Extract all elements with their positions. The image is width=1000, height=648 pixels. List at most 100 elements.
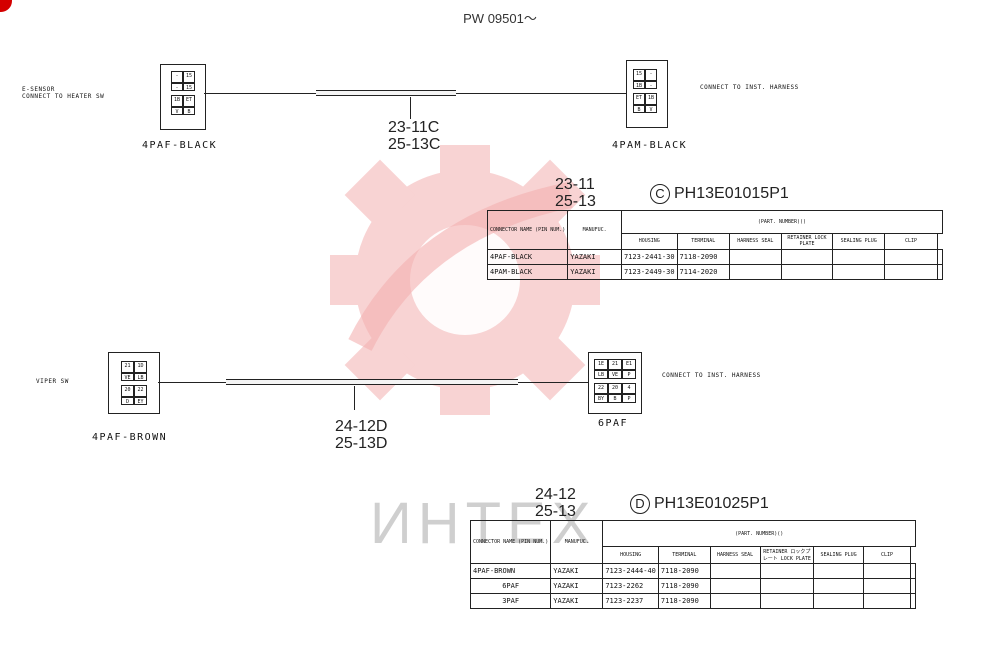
- row-maker: YAZAKI: [567, 264, 622, 280]
- row-maker: YAZAKI: [550, 578, 604, 594]
- left-connector-d-name: 4PAF-BROWN: [92, 432, 168, 443]
- table-c-ref-line1: 23-11: [555, 176, 595, 193]
- row-empty: [813, 563, 864, 579]
- pin: B: [183, 107, 195, 115]
- row-empty: [910, 593, 916, 609]
- row-terminal: 7114-2020: [676, 264, 731, 280]
- row-maker: YAZAKI: [567, 249, 622, 265]
- pin: E1: [622, 359, 636, 370]
- row-empty: [709, 578, 761, 594]
- pin: V: [171, 107, 183, 115]
- row-housing: 7123-2441-30: [620, 249, 678, 265]
- left-connector-c-desc-2: CONNECT TO HEATER SW: [22, 93, 105, 100]
- table-row: 4PAM-BLACK YAZAKI 7123-2449-30 7114-2020: [486, 264, 943, 280]
- parts-table-c: CONNECTOR NAME (PIN NUM.) MANUFUC. (PART…: [486, 210, 944, 280]
- part-code-d: PH13E01025P1: [654, 495, 769, 513]
- row-empty: [883, 249, 939, 265]
- row-empty: [729, 249, 782, 265]
- col-clip: CLIP: [883, 232, 939, 251]
- ref-d-line1: 24-12D: [335, 418, 388, 435]
- circle-letter-d: D: [630, 494, 650, 514]
- row-empty: [862, 563, 912, 579]
- col-housing: HOUSING: [620, 232, 678, 251]
- pin: 1B: [633, 81, 645, 89]
- pin: 20: [121, 385, 134, 397]
- row-name: 4PAF-BROWN: [469, 563, 552, 579]
- left-connector-d: 21 1D VE LB 20 22 D EY: [108, 352, 160, 414]
- wire: [456, 93, 626, 94]
- col-sealing-plug: SEALING PLUG: [813, 546, 864, 564]
- table-c-ref-line2: 25-13: [555, 193, 596, 210]
- col-sealing-plug: SEALING PLUG: [832, 232, 885, 251]
- left-connector-c-name: 4PAF-BLACK: [142, 140, 218, 151]
- pin: ET: [633, 93, 645, 105]
- row-terminal: 7118-2090: [657, 578, 711, 594]
- pin: ET: [183, 95, 195, 107]
- ref-c-line1: 23-11C: [388, 119, 440, 136]
- row-empty: [759, 578, 815, 594]
- row-empty: [709, 593, 761, 609]
- ref-d-line2: 25-13D: [335, 435, 388, 452]
- table-row: 4PAF-BLACK YAZAKI 7123-2441-30 7118-2090: [486, 249, 943, 265]
- right-connector-d-desc: CONNECT TO INST. HARNESS: [662, 372, 761, 379]
- pin: 1D: [134, 361, 147, 373]
- part-code-c: PH13E01015P1: [674, 185, 789, 203]
- wire: [518, 382, 588, 383]
- row-empty: [729, 264, 782, 280]
- pin: 15: [633, 69, 645, 81]
- left-connector-c-desc-1: E-SENSOR: [22, 86, 55, 93]
- row-empty: [832, 264, 885, 280]
- right-connector-d: 1E 21 E1 LB VE P 22 20 4 BY B P: [588, 352, 642, 414]
- pin: LB: [594, 370, 608, 379]
- pin: -: [171, 83, 183, 91]
- pin: BY: [594, 394, 608, 403]
- row-empty: [937, 264, 943, 280]
- pin: 22: [134, 385, 147, 397]
- harness-leader: [410, 97, 411, 119]
- row-name: 4PAM-BLACK: [486, 264, 569, 280]
- table-d-ref-line1: 24-12: [535, 486, 576, 503]
- pin: 20: [608, 383, 622, 394]
- page-header: PW 09501〜: [463, 11, 537, 26]
- pin: -: [645, 81, 657, 89]
- table-row: 6PAF YAZAKI 7123-2262 7118-2090: [469, 578, 916, 594]
- right-connector-c: 15 - 1B - ET 1B B V: [626, 60, 668, 128]
- row-terminal: 7118-2090: [676, 249, 731, 265]
- pin: 15: [183, 71, 195, 83]
- row-empty: [910, 578, 916, 594]
- right-connector-c-name: 4PAM-BLACK: [612, 140, 688, 151]
- right-connector-d-name: 6PAF: [598, 418, 629, 429]
- pin: LB: [134, 373, 147, 381]
- pin: 21: [608, 359, 622, 370]
- pin: 1B: [171, 95, 183, 107]
- left-connector-c: - 15 - 15 1B ET V B: [160, 64, 206, 130]
- col-harness-seal: HARNESS SEAL: [709, 546, 761, 564]
- pin: P: [622, 394, 636, 403]
- harness-d: [226, 379, 518, 385]
- row-name: 6PAF: [469, 578, 552, 594]
- pin: EY: [134, 397, 147, 405]
- row-housing: 7123-2237: [602, 593, 659, 609]
- col-terminal: TERMINAL: [676, 232, 731, 251]
- parts-table-d: CONNECTOR NAME (PIN NUM.) MANUFUC. (PART…: [469, 519, 916, 609]
- row-empty: [862, 578, 912, 594]
- right-connector-c-desc: CONNECT TO INST. HARNESS: [700, 84, 799, 91]
- col-manufac: MANUFUC.: [550, 520, 604, 564]
- row-name: 4PAF-BLACK: [486, 249, 569, 265]
- row-empty: [780, 249, 834, 265]
- row-empty: [883, 264, 939, 280]
- col-retainer: RETAINER LOCK PLATE: [780, 232, 834, 251]
- col-housing: HOUSING: [602, 546, 659, 564]
- row-housing: 7123-2262: [602, 578, 659, 594]
- col-connector: CONNECTOR NAME (PIN NUM.): [486, 210, 569, 250]
- row-name: 3PAF: [469, 593, 552, 609]
- circle-letter-c: C: [650, 184, 670, 204]
- row-empty: [780, 264, 834, 280]
- row-terminal: 7118-2090: [657, 563, 711, 579]
- row-empty: [709, 563, 761, 579]
- left-connector-d-desc: VIPER SW: [36, 378, 69, 385]
- pin: 15: [183, 83, 195, 91]
- col-connector: CONNECTOR NAME (PIN NUM.): [469, 520, 552, 564]
